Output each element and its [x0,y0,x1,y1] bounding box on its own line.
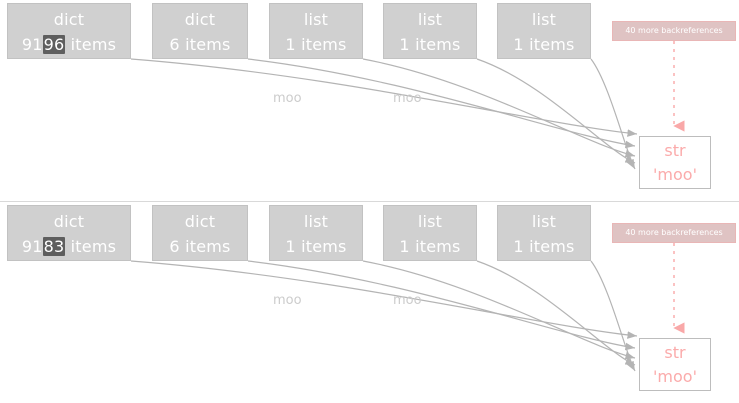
node-dict-6[interactable]: dict 6 items [152,205,248,261]
node-count-label: 1 items [399,237,461,256]
node-str-moo[interactable]: str 'moo' [639,338,711,391]
reference-edge [247,260,636,351]
node-count-label: 1 items [513,35,575,54]
node-list-1-b[interactable]: list 1 items [383,205,477,261]
node-dict-6[interactable]: dict 6 items [152,3,248,59]
node-count-label: 9196 items [8,32,130,57]
node-count-suffix: items [65,237,117,256]
edge-label-moo-2: moo [393,293,422,308]
node-type-label: list [303,10,329,29]
node-type-label: list [531,10,557,29]
panel-divider [0,201,739,202]
edge-label-moo-2: moo [393,91,422,106]
reference-edge [476,58,636,164]
node-count-label: 6 items [169,35,231,54]
node-type-label: dict [53,10,85,29]
node-type-label: dict [184,10,216,29]
node-count-label: 6 items [169,237,231,256]
node-dict-root[interactable]: dict 9196 items [7,3,131,59]
node-list-1-a[interactable]: list 1 items [269,205,363,261]
node-type-label: dict [53,212,85,231]
node-count-label: 9183 items [8,234,130,259]
reference-edge [362,58,636,158]
node-count-highlight: 83 [42,237,66,256]
node-list-1-a[interactable]: list 1 items [269,3,363,59]
reference-edge [362,260,636,360]
reference-edge [590,58,636,170]
str-type-label: str [664,343,686,362]
edge-label-moo-1: moo [273,293,302,308]
node-type-label: list [303,212,329,231]
node-count-suffix: items [65,35,117,54]
node-count-prefix: 91 [21,35,43,54]
reference-edge [130,58,638,137]
node-dict-root[interactable]: dict 9183 items [7,205,131,261]
edge-label-moo-1: moo [273,91,302,106]
node-type-label: dict [184,212,216,231]
node-list-1-b[interactable]: list 1 items [383,3,477,59]
node-list-1-c[interactable]: list 1 items [497,205,591,261]
node-type-label: list [531,212,557,231]
backref-badge[interactable]: 40 more backreferences [612,223,736,243]
reference-edge [130,260,638,339]
node-count-label: 1 items [285,237,347,256]
node-str-moo[interactable]: str 'moo' [639,136,711,189]
backref-badge[interactable]: 40 more backreferences [612,21,736,41]
node-list-1-c[interactable]: list 1 items [497,3,591,59]
node-type-label: list [417,212,443,231]
str-type-label: str [664,141,686,160]
reference-edge [247,58,636,149]
str-value-label: 'moo' [653,165,697,184]
str-value-label: 'moo' [653,367,697,386]
reference-edge [590,260,636,372]
node-count-label: 1 items [513,237,575,256]
node-count-prefix: 91 [21,237,43,256]
reference-edge [476,260,636,366]
node-count-label: 1 items [285,35,347,54]
node-count-label: 1 items [399,35,461,54]
node-count-highlight: 96 [42,35,66,54]
node-type-label: list [417,10,443,29]
